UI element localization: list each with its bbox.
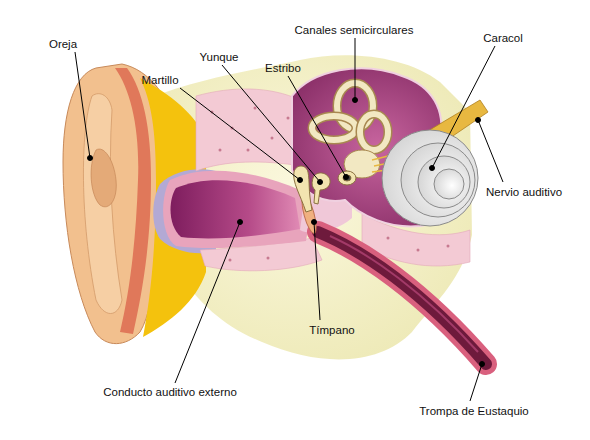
- part-label: Nervio auditivo: [486, 185, 562, 199]
- ossicles: [294, 166, 356, 212]
- bone-upper: [196, 89, 302, 171]
- canal-wall: [163, 171, 312, 248]
- bone-dot: [271, 137, 274, 140]
- cochlea-turn: [401, 143, 475, 217]
- canal-loop: [360, 114, 388, 150]
- leader-dot: [88, 156, 93, 161]
- part-label: Canales semicirculares: [295, 23, 414, 37]
- bone-dot: [287, 117, 290, 120]
- leader-dot: [298, 178, 303, 183]
- leader-line: [355, 38, 356, 100]
- skin-band: [115, 68, 151, 334]
- leader-lines: [75, 38, 503, 401]
- leader-dot: [480, 362, 485, 367]
- cochlea: [382, 130, 478, 226]
- leader-line: [478, 120, 503, 182]
- bone-dot: [247, 149, 250, 152]
- bone-dot: [229, 259, 232, 262]
- stapes: [338, 171, 356, 185]
- semicircular-canals: [312, 83, 388, 150]
- cochlea-turn: [434, 169, 464, 199]
- leader-line: [75, 52, 90, 158]
- leader-line: [222, 65, 320, 182]
- ear-canal: [171, 180, 300, 238]
- leader-dot: [318, 180, 323, 185]
- leader-line: [314, 222, 320, 320]
- leader-dot: [238, 220, 243, 225]
- part-label: Caracol: [483, 31, 523, 45]
- cochlea-turn: [418, 156, 470, 208]
- leader-dot: [353, 98, 358, 103]
- leader-dot: [430, 166, 435, 171]
- incus: [312, 173, 330, 204]
- leader-line: [470, 364, 482, 401]
- bone-dot: [417, 249, 420, 252]
- leader-dot: [476, 118, 481, 123]
- bone-dot: [387, 237, 390, 240]
- eustachian-tube: [318, 232, 486, 364]
- canal-loop: [312, 116, 356, 140]
- part-label: Tímpano: [309, 323, 354, 337]
- leader-line: [180, 88, 300, 180]
- bone-dot: [254, 107, 257, 110]
- part-label: Estribo: [265, 61, 301, 75]
- bone-dot: [447, 245, 450, 248]
- leader-dot: [312, 220, 317, 225]
- concha: [91, 149, 116, 207]
- auricle-fold: [83, 94, 122, 314]
- part-label: Martillo: [141, 73, 178, 87]
- leader-dot: [344, 175, 349, 180]
- part-label: Conducto auditivo externo: [103, 385, 237, 399]
- cochlea-turn: [382, 130, 478, 226]
- stapes-hole: [343, 175, 351, 181]
- canal-loop: [360, 114, 388, 150]
- part-label: Yunque: [199, 50, 238, 64]
- malleus: [294, 166, 312, 212]
- part-label: Trompa de Eustaquio: [419, 404, 529, 418]
- leader-line: [432, 46, 495, 168]
- canal-loop: [312, 116, 356, 140]
- eustachian-tube-wall: [318, 232, 486, 364]
- bone-dot: [219, 149, 222, 152]
- part-label: Oreja: [49, 37, 77, 51]
- leader-line: [175, 222, 240, 383]
- bone-dot: [267, 257, 270, 260]
- leader-line: [288, 76, 346, 177]
